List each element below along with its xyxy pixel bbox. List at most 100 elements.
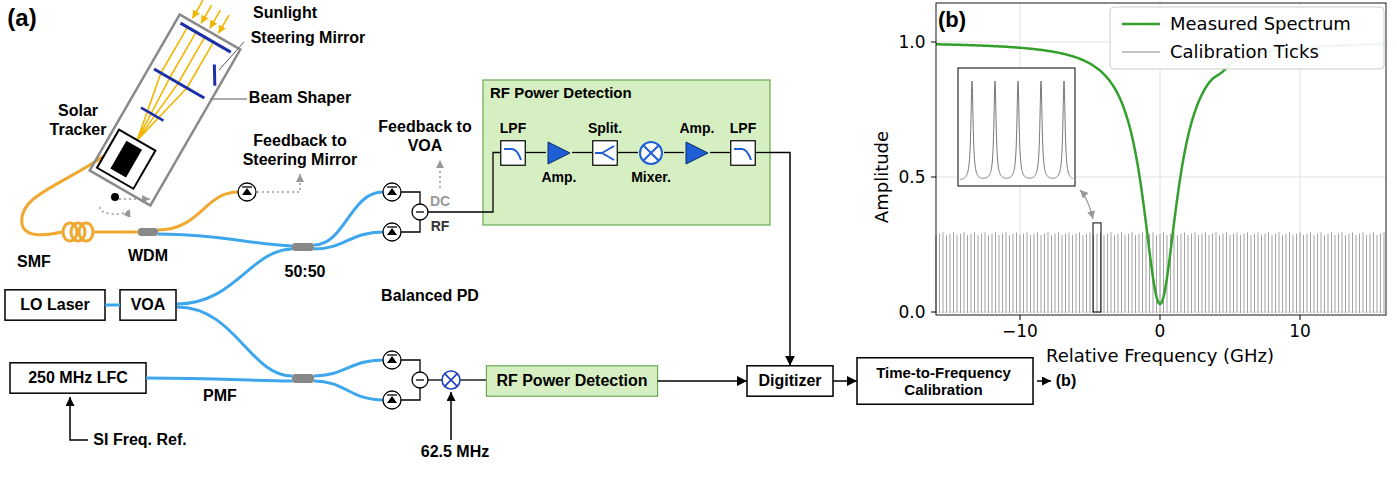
calibration-tick	[1195, 232, 1196, 313]
label-anchor: (a)	[7, 4, 36, 33]
calibration-tick	[1377, 235, 1378, 313]
label-anchor: Feedback to VOA	[369, 117, 482, 155]
calibration-tick	[950, 234, 951, 313]
single-mode-fiber-part	[93, 231, 138, 234]
calibration-tick	[1118, 234, 1119, 313]
calibration-tick	[1013, 234, 1014, 313]
tick-label: −10	[1002, 321, 1038, 341]
label-anchor: 1.0	[898, 32, 925, 52]
calibration-tick	[1233, 234, 1234, 313]
mixer-symbol	[640, 142, 662, 164]
label-anchor: RF	[431, 218, 450, 235]
calibration-tick	[967, 235, 968, 313]
calibration-tick	[1212, 234, 1213, 313]
panel-ground	[483, 80, 770, 225]
photodiode-symbol	[383, 391, 401, 409]
node-heading: RF Power Detection	[490, 84, 632, 102]
electrical-wire-part	[401, 220, 420, 232]
calibration-tick	[1314, 235, 1315, 313]
label-anchor: 0.0	[898, 302, 925, 322]
electrical-wire-part	[428, 153, 500, 213]
label-anchor: −10	[1002, 321, 1038, 341]
calibration-tick	[1142, 232, 1143, 313]
calibration-tick	[1373, 232, 1374, 313]
calibration-tick	[1356, 235, 1357, 313]
wdm-coupler	[138, 228, 158, 236]
legend-text: Measured Spectrum	[1170, 13, 1351, 35]
solar-tracker: Solar Tracker	[40, 5, 255, 220]
amplifier-block: Amp.	[546, 140, 572, 166]
box-ground	[857, 358, 1033, 405]
electrical-wire-part	[401, 360, 420, 372]
calibration-tick	[1184, 232, 1185, 313]
calibration-tick	[1023, 234, 1024, 313]
calibration-tick	[1205, 232, 1206, 313]
calibration-tick	[1160, 234, 1161, 313]
calibration-tick	[1121, 232, 1122, 313]
box-ground	[5, 290, 105, 320]
calibration-tick	[1006, 232, 1007, 313]
label-anchor: Beam Shaper	[249, 88, 351, 107]
label-anchor: Sunlight	[253, 3, 317, 22]
zoom-inset	[958, 68, 1075, 186]
part-name: SMF	[17, 252, 51, 271]
legend-entry: Measured Spectrum	[1170, 13, 1351, 35]
grid-line	[936, 312, 1386, 313]
calibration-tick	[1363, 232, 1364, 313]
splitter-symbol	[595, 146, 614, 160]
electrical-wire-part	[756, 152, 770, 153]
calibration-tick	[1251, 235, 1252, 313]
label-anchor: (b)	[1056, 371, 1076, 390]
calibration-tick	[1321, 232, 1322, 313]
calibration-tick	[1058, 232, 1059, 313]
block-icon	[638, 140, 664, 166]
label-anchor: Split.	[588, 120, 622, 136]
label-anchor: (b)	[938, 7, 966, 33]
label-anchor: Amp.	[542, 169, 577, 185]
calibration-tick	[1289, 232, 1290, 313]
calibration-box: Time-to-Frequency Calibration	[857, 358, 1033, 405]
calibration-tick	[1107, 234, 1108, 313]
axis-tick	[931, 312, 936, 313]
calibration-tick	[1069, 232, 1070, 313]
fiber-coupler	[292, 243, 314, 251]
calibration-tick	[1051, 235, 1052, 313]
calibration-tick	[939, 234, 940, 313]
calibration-tick	[1328, 234, 1329, 313]
mixer-symbol-part	[445, 374, 458, 387]
signal-name: RF	[431, 218, 450, 235]
label-anchor: LPF	[730, 120, 756, 136]
zoom-marker	[1093, 223, 1101, 312]
part-name: WDM	[128, 246, 168, 265]
calibration-tick	[1244, 234, 1245, 313]
splitter-block: Split.	[592, 140, 618, 166]
signal-connector	[658, 380, 747, 382]
mixer-symbol	[442, 371, 460, 389]
signal-connector	[572, 152, 592, 153]
calibration-tick	[1079, 232, 1080, 313]
label-anchor: Solar Tracker	[43, 101, 114, 139]
blue-fiber-part	[314, 232, 383, 249]
label-anchor: PMF	[203, 386, 237, 405]
part-name: Steering Mirror	[251, 28, 366, 47]
part-name: Sunlight	[253, 3, 317, 22]
signal-connector	[770, 153, 790, 366]
block-label: Amp.	[542, 169, 577, 185]
box-text: Time-to-Frequency Calibration	[867, 364, 1020, 399]
box-ground	[10, 363, 146, 393]
fiber-coupler	[292, 374, 314, 383]
calibration-tick	[1261, 235, 1262, 313]
calibration-tick	[1380, 234, 1381, 313]
block-label: LPF	[500, 120, 526, 136]
block-label: Mixer.	[631, 169, 671, 185]
calibration-tick	[1111, 232, 1112, 313]
legend-line-sample	[1122, 23, 1160, 26]
calibration-tick	[1076, 234, 1077, 313]
calibration-tick	[1132, 232, 1133, 313]
calibration-tick	[960, 234, 961, 313]
legend-text: Calibration Ticks	[1170, 41, 1319, 63]
calibration-tick	[1223, 234, 1224, 313]
blue-fiber-part	[314, 192, 383, 245]
block-label: Amp.	[680, 120, 715, 136]
